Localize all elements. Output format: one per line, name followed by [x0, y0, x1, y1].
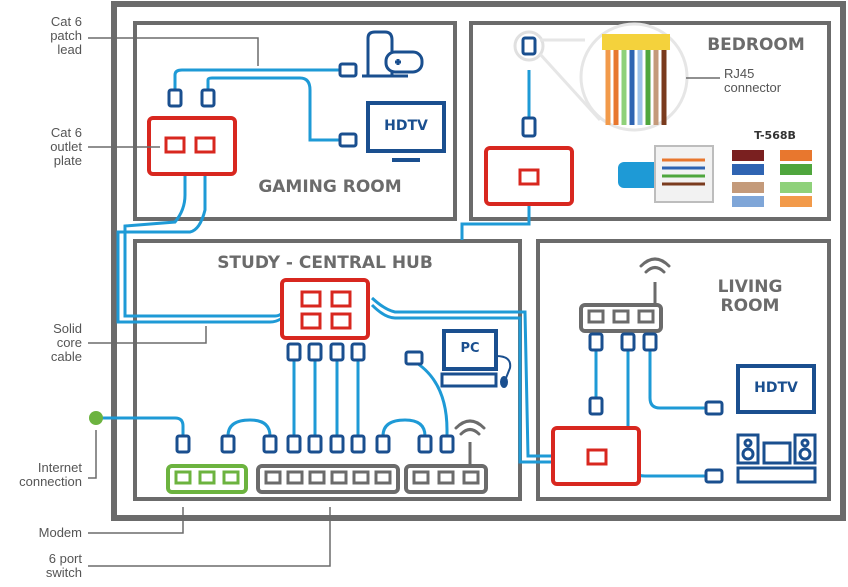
bedroom-cable	[513, 30, 545, 118]
study-router	[404, 464, 488, 494]
hdtv-living	[736, 364, 816, 414]
title-living-room: LIVING ROOM	[717, 277, 783, 316]
pc-label: PC	[460, 341, 480, 356]
internet-dot	[89, 411, 103, 425]
hdtv-gaming-label: HDTV	[384, 118, 428, 134]
label-switch: 6 port switch	[45, 551, 82, 580]
bedroom-plugs	[521, 36, 537, 138]
living-outlet-plate	[551, 426, 641, 486]
living-room	[536, 239, 831, 501]
living-plugs	[588, 332, 724, 484]
gaming-outlet-plate	[147, 116, 237, 176]
title-gaming-room: GAMING ROOM	[258, 177, 402, 197]
label-outlet-plate: Cat 6 outlet plate	[50, 125, 82, 168]
label-solid-cable: Solid core cable	[50, 321, 82, 364]
study-outlet-plate	[280, 278, 370, 340]
living-switch	[579, 303, 663, 333]
title-bedroom: BEDROOM	[707, 35, 805, 55]
game-controller-icon	[362, 30, 424, 78]
study-plugs	[175, 342, 455, 454]
pc-icon	[440, 329, 512, 388]
gaming-plugs	[167, 62, 358, 148]
modem	[166, 464, 248, 494]
gaming-room	[133, 21, 457, 221]
label-modem: Modem	[38, 525, 82, 540]
study-patch-leads	[100, 355, 449, 450]
label-patch-lead: Cat 6 patch lead	[50, 14, 82, 57]
rj45-connector-label: RJ45 connector	[724, 66, 782, 95]
hdtv-living-label: HDTV	[754, 380, 798, 396]
gaming-patch-leads	[173, 68, 340, 142]
pointer-lines	[88, 37, 331, 567]
keystone-jack	[618, 145, 714, 203]
title-study: STUDY - CENTRAL HUB	[217, 253, 433, 273]
bedroom	[469, 21, 831, 221]
bedroom-outlet-plate	[484, 146, 574, 206]
label-internet: Internet connection	[19, 460, 82, 489]
rj45-connector-zoom	[538, 22, 720, 132]
stereo-icon	[736, 433, 817, 484]
house-outline	[111, 1, 846, 521]
wifi-icon	[639, 257, 671, 274]
hdtv-gaming	[366, 101, 446, 162]
t568b-label: T-568B	[754, 129, 796, 142]
t568b-legend	[732, 150, 812, 207]
wifi-icon	[454, 419, 486, 436]
